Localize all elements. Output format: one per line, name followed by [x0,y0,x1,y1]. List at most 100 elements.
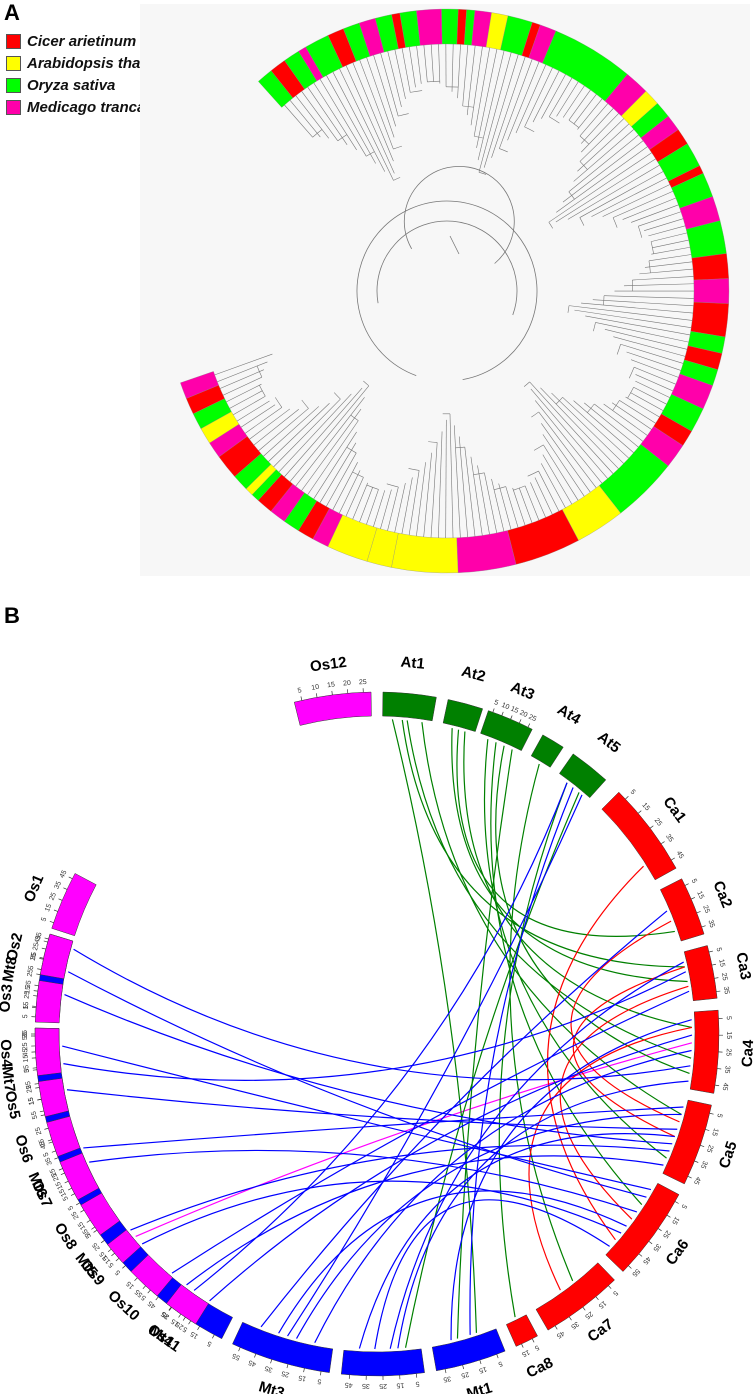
tree-internal-arc [346,447,357,454]
tick-mark [320,1371,322,1376]
tick-mark [58,1168,63,1171]
tick-mark [58,898,63,901]
tree-leaf-branch [529,381,614,474]
tick-label: 25 [91,1241,101,1252]
tick-label: 5 [611,1289,619,1297]
tree-leaf-branch [268,403,330,462]
tree-internal-arc [474,135,484,139]
tree-leaf-branch [603,403,648,436]
tick-mark [212,1334,215,1339]
tick-label: 5 [43,1151,51,1157]
tree-leaf-branch [581,108,614,144]
tree-internal-arc [462,105,474,108]
tree-leaf-branch [530,482,546,518]
tree-leaf-branch [477,465,490,535]
tree-root-arc [376,220,518,316]
tree-leaf-branch [473,47,491,137]
tick-mark [39,958,44,960]
legend-swatch [6,55,21,71]
tick-label: 25 [527,714,537,724]
tree-leaf-branch [579,103,609,137]
tree-leaf-branch [273,398,341,468]
tick-mark [63,887,68,890]
chromosome-label: At2 [460,663,488,686]
tree-leaf-branch [423,452,432,537]
tree-leaf-branch [555,158,656,223]
tick-label: 15 [125,1280,136,1291]
chromosome-os6 [46,1115,81,1157]
synteny-link [67,971,647,1198]
tree-leaf-branch [551,392,624,464]
tick-mark [582,1306,586,1311]
tick-label: 35 [706,919,715,929]
chromosome-label: Os3 [0,983,16,1013]
tree-internal-arc [256,365,263,378]
tree-internal-arc [301,399,309,409]
tree-leaf-branch [387,51,402,108]
tick-mark [39,1110,44,1113]
tick-mark [709,1112,714,1115]
tick-mark [286,1364,289,1369]
tree-leaf-branch [556,81,579,117]
synteny-link [141,1180,622,1245]
legend-item-medicago: Medicago trancatula [6,96,175,118]
tree-internal-arc [612,400,620,411]
tree-leaf-branch [604,295,694,299]
synteny-link [570,920,680,1123]
tree-leaf-branch [648,254,692,262]
tick-label: 5 [715,1113,723,1119]
tree-leaf-branch [635,374,673,392]
tree-leaf-branch [462,44,469,107]
tree-leaf-branch [579,171,664,218]
legend-label: Arabidopsis thaliana [27,54,175,72]
tick-mark [648,1241,653,1245]
tick-label: 45 [59,869,69,879]
chromosome-mt3 [232,1321,334,1373]
tree-leaf-branch [573,400,634,453]
tree-leaf-branch [604,329,688,350]
tree-leaf-branch [352,62,394,162]
legend-label: Oryza sativa [27,76,116,94]
tree-internal-arc [352,471,364,478]
synteny-link [456,749,513,1339]
tick-mark [111,1252,115,1257]
tick-mark [696,911,701,914]
tick-label: 5 [108,1261,116,1269]
tree-internal-arc [567,305,570,313]
tree-internal-arc [527,470,539,477]
chromosome-ca1 [601,791,677,881]
tree-leaf-branch [214,353,273,376]
tick-label: 15 [717,959,725,968]
tick-mark [595,1296,599,1301]
tick-label: 35 [30,951,39,960]
tree-internal-arc [337,134,348,142]
tree-leaf-branch [622,197,676,220]
tick-mark [238,1347,241,1352]
tick-label: 25 [22,1042,29,1050]
tick-mark [64,1180,69,1184]
tree-internal-arc [333,392,341,400]
tree-leaf-branch [449,413,454,538]
tree-internal-arc [350,414,359,421]
tick-label: 25 [35,1126,44,1136]
tree-leaf-branch [301,91,339,142]
chromosome-os3 [34,980,64,1024]
tree-leaf-branch [464,447,476,537]
tick-label: 25 [25,1081,33,1090]
tick-label: 25 [51,1172,61,1182]
tree-leaf-branch [445,419,447,538]
synteny-link [186,1155,664,1286]
tick-mark [715,1084,720,1087]
chromosome-label: Os6 [11,1133,36,1165]
tick-mark [714,977,719,979]
tick-mark [510,715,513,720]
tree-leaf-branch [387,486,399,531]
tree-leaf-branch [295,95,330,139]
tree-internal-arc [493,486,506,490]
synteny-link [63,971,687,1081]
tree-leaf-branch [635,380,670,398]
tick-label: 25 [460,1370,469,1379]
tick-label: 15 [28,1097,36,1106]
chromosome-os10 [130,1254,173,1297]
tick-mark [444,1369,447,1374]
